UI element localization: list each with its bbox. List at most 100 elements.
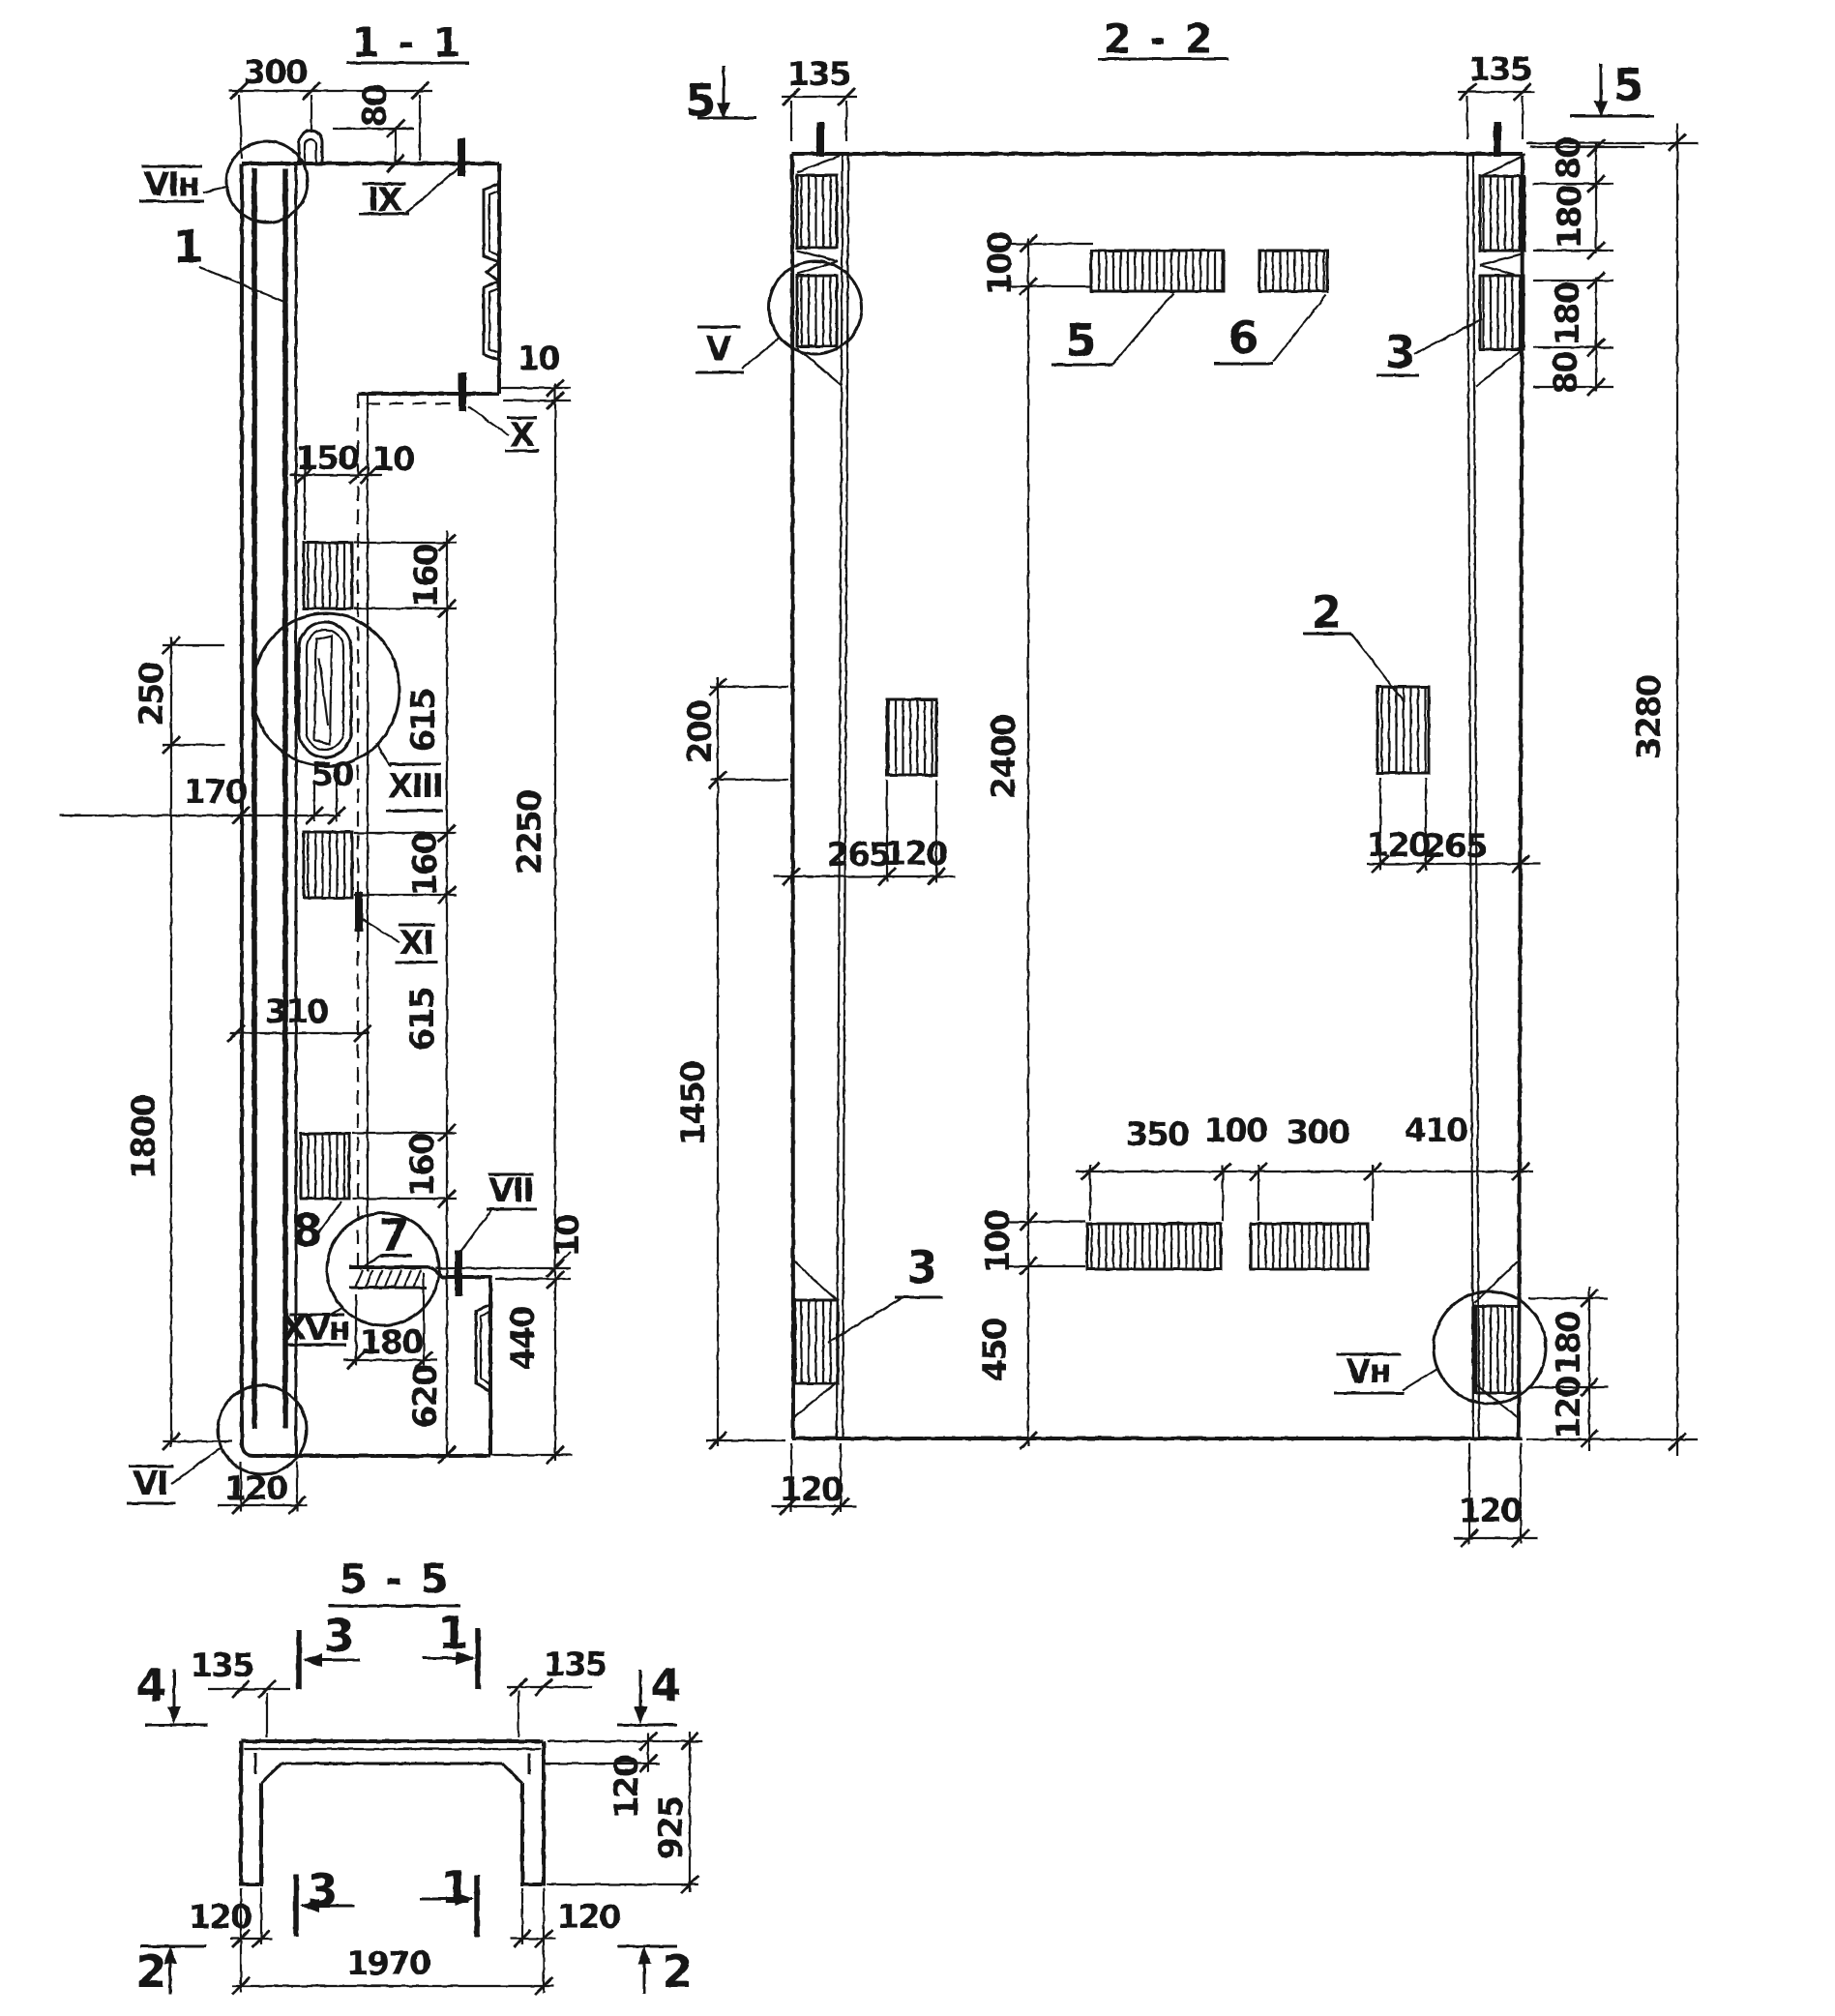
dim-tick (256, 1678, 278, 1700)
dim-label-10-bottom: 10 (548, 1214, 587, 1258)
dim-tick (304, 805, 325, 826)
dim-tick (778, 1496, 799, 1517)
dim-tick (1510, 1527, 1531, 1549)
dim-tick (1080, 1161, 1101, 1182)
dim-tick (225, 1023, 247, 1044)
view-direction-arrow (163, 1946, 177, 1964)
dim-tick (545, 377, 566, 399)
cut-mark-3-bottom-label: 3 (307, 1864, 337, 1916)
dim-tick (228, 80, 250, 102)
dim-tick (1579, 1428, 1600, 1449)
left-column-wedge-6 (792, 1380, 839, 1419)
serration-tick (354, 1269, 365, 1288)
section-5-5-texts: 5 - 5 4 4 135 135 3 1 120 925 120 1970 1… (135, 1556, 693, 1999)
dim-tick (352, 1023, 373, 1044)
dim-tick (1585, 337, 1607, 358)
dim-label-100-mid: 100 (1204, 1112, 1268, 1150)
dim-label-120-right: 120 (1367, 826, 1431, 865)
section-2-2-dim-ticks (707, 81, 1688, 1549)
left-column-plate-top-2 (795, 274, 839, 348)
top-strip-plate-6 (1258, 249, 1329, 293)
dim-label-1970: 1970 (346, 1944, 431, 1983)
dim-label-250: 250 (133, 662, 171, 726)
dim-tick (781, 866, 802, 887)
leader-line (1272, 294, 1327, 363)
cut-mark-1-top-label: 1 (437, 1607, 467, 1659)
part-label-3-top: 3 (1384, 326, 1414, 378)
part-label-6: 6 (1228, 311, 1258, 364)
dim-label-300: 300 (244, 53, 308, 92)
leader-line (359, 1255, 381, 1270)
right-column-plate-bottom (1472, 1304, 1521, 1395)
view-direction-arrow (303, 1653, 322, 1667)
dim-tick (436, 822, 458, 844)
section-2-2-dimension-lines (706, 90, 1698, 1544)
dim-label-120-left: 120 (884, 835, 948, 874)
channel-right-leg (520, 1741, 546, 1886)
dim-tick (1585, 240, 1607, 261)
dim-label-2400: 2400 (985, 714, 1023, 799)
detail-circle-XIII (251, 611, 401, 768)
leader-line (170, 1447, 222, 1485)
detail-label-Vn: Vн (1346, 1352, 1390, 1391)
dim-label-100-bottom: 100 (979, 1209, 1018, 1273)
leader-line (202, 185, 229, 194)
anchor-plate-2 (302, 830, 354, 900)
dim-label-265-right: 265 (1424, 827, 1487, 866)
dim-tick (876, 866, 898, 887)
dovetail-groove-top-1 (482, 182, 500, 264)
dim-tick (230, 1495, 252, 1516)
dim-tick (1018, 1256, 1039, 1277)
dim-tick (1579, 1377, 1600, 1398)
dim-label-200: 200 (681, 699, 720, 763)
dim-label-1800: 1800 (125, 1094, 163, 1179)
section-5-5-dim-ticks (230, 1676, 700, 1997)
dim-label-10-top: 10 (517, 340, 560, 378)
leader-line (741, 337, 781, 370)
leader-line (827, 1296, 903, 1344)
dim-tick (413, 1349, 434, 1371)
serration-tick (393, 1269, 403, 1288)
view-direction-arrow (456, 1651, 475, 1665)
dim-tick (251, 1928, 272, 1949)
dim-label-120-bottom-right-chain: 120 (1550, 1376, 1588, 1439)
detail-label-XVn: XVн (281, 1310, 349, 1349)
dim-label-615-b: 615 (403, 988, 442, 1051)
dim-tick (1248, 1161, 1269, 1182)
dim-label-350: 350 (1126, 1115, 1190, 1154)
dim-label-160-c: 160 (403, 1133, 442, 1197)
section-mark-X-label: X (510, 416, 535, 455)
cut-mark-2-left-label: 2 (135, 1945, 165, 1998)
panel-left-and-bottom-edge (240, 163, 490, 1458)
dim-tick (230, 805, 252, 826)
serration-tick (383, 1269, 394, 1288)
dim-label-135-left: 135 (191, 1646, 253, 1685)
section-1-1-detail-circles (216, 139, 441, 1476)
left-column-wedge-5 (792, 1260, 839, 1302)
leader-line (459, 1209, 492, 1253)
dim-label-120-bottom-left: 120 (189, 1898, 252, 1937)
dim-tick (347, 464, 369, 486)
dim-tick (1585, 376, 1607, 398)
left-column-outer-face (790, 153, 795, 1439)
leader-line (317, 1201, 342, 1234)
dim-tick (545, 390, 566, 411)
right-column-wedge-3 (1479, 263, 1524, 280)
dim-tick (161, 1431, 182, 1452)
dim-tick (1579, 1288, 1600, 1309)
bottom-strip-plate-left (1085, 1222, 1223, 1271)
left-column-wedge-1 (796, 154, 841, 174)
dim-label-80-b: 80 (1547, 351, 1585, 395)
bearing-pad-serration (354, 1269, 423, 1288)
section-mark-5-left-label: 5 (685, 74, 715, 127)
dim-tick (830, 1496, 851, 1517)
dim-label-80-a: 80 (1550, 136, 1588, 180)
part-label-3-bottom: 3 (906, 1241, 936, 1293)
dim-label-170: 170 (184, 773, 248, 812)
right-column-inner-face-a (1465, 153, 1475, 1439)
embed-slot-outer (297, 620, 353, 759)
embed-slot-inner (305, 628, 345, 752)
dim-label-2250: 2250 (511, 789, 549, 875)
dim-tick (508, 1676, 529, 1698)
view-direction-arrow (167, 1706, 181, 1724)
